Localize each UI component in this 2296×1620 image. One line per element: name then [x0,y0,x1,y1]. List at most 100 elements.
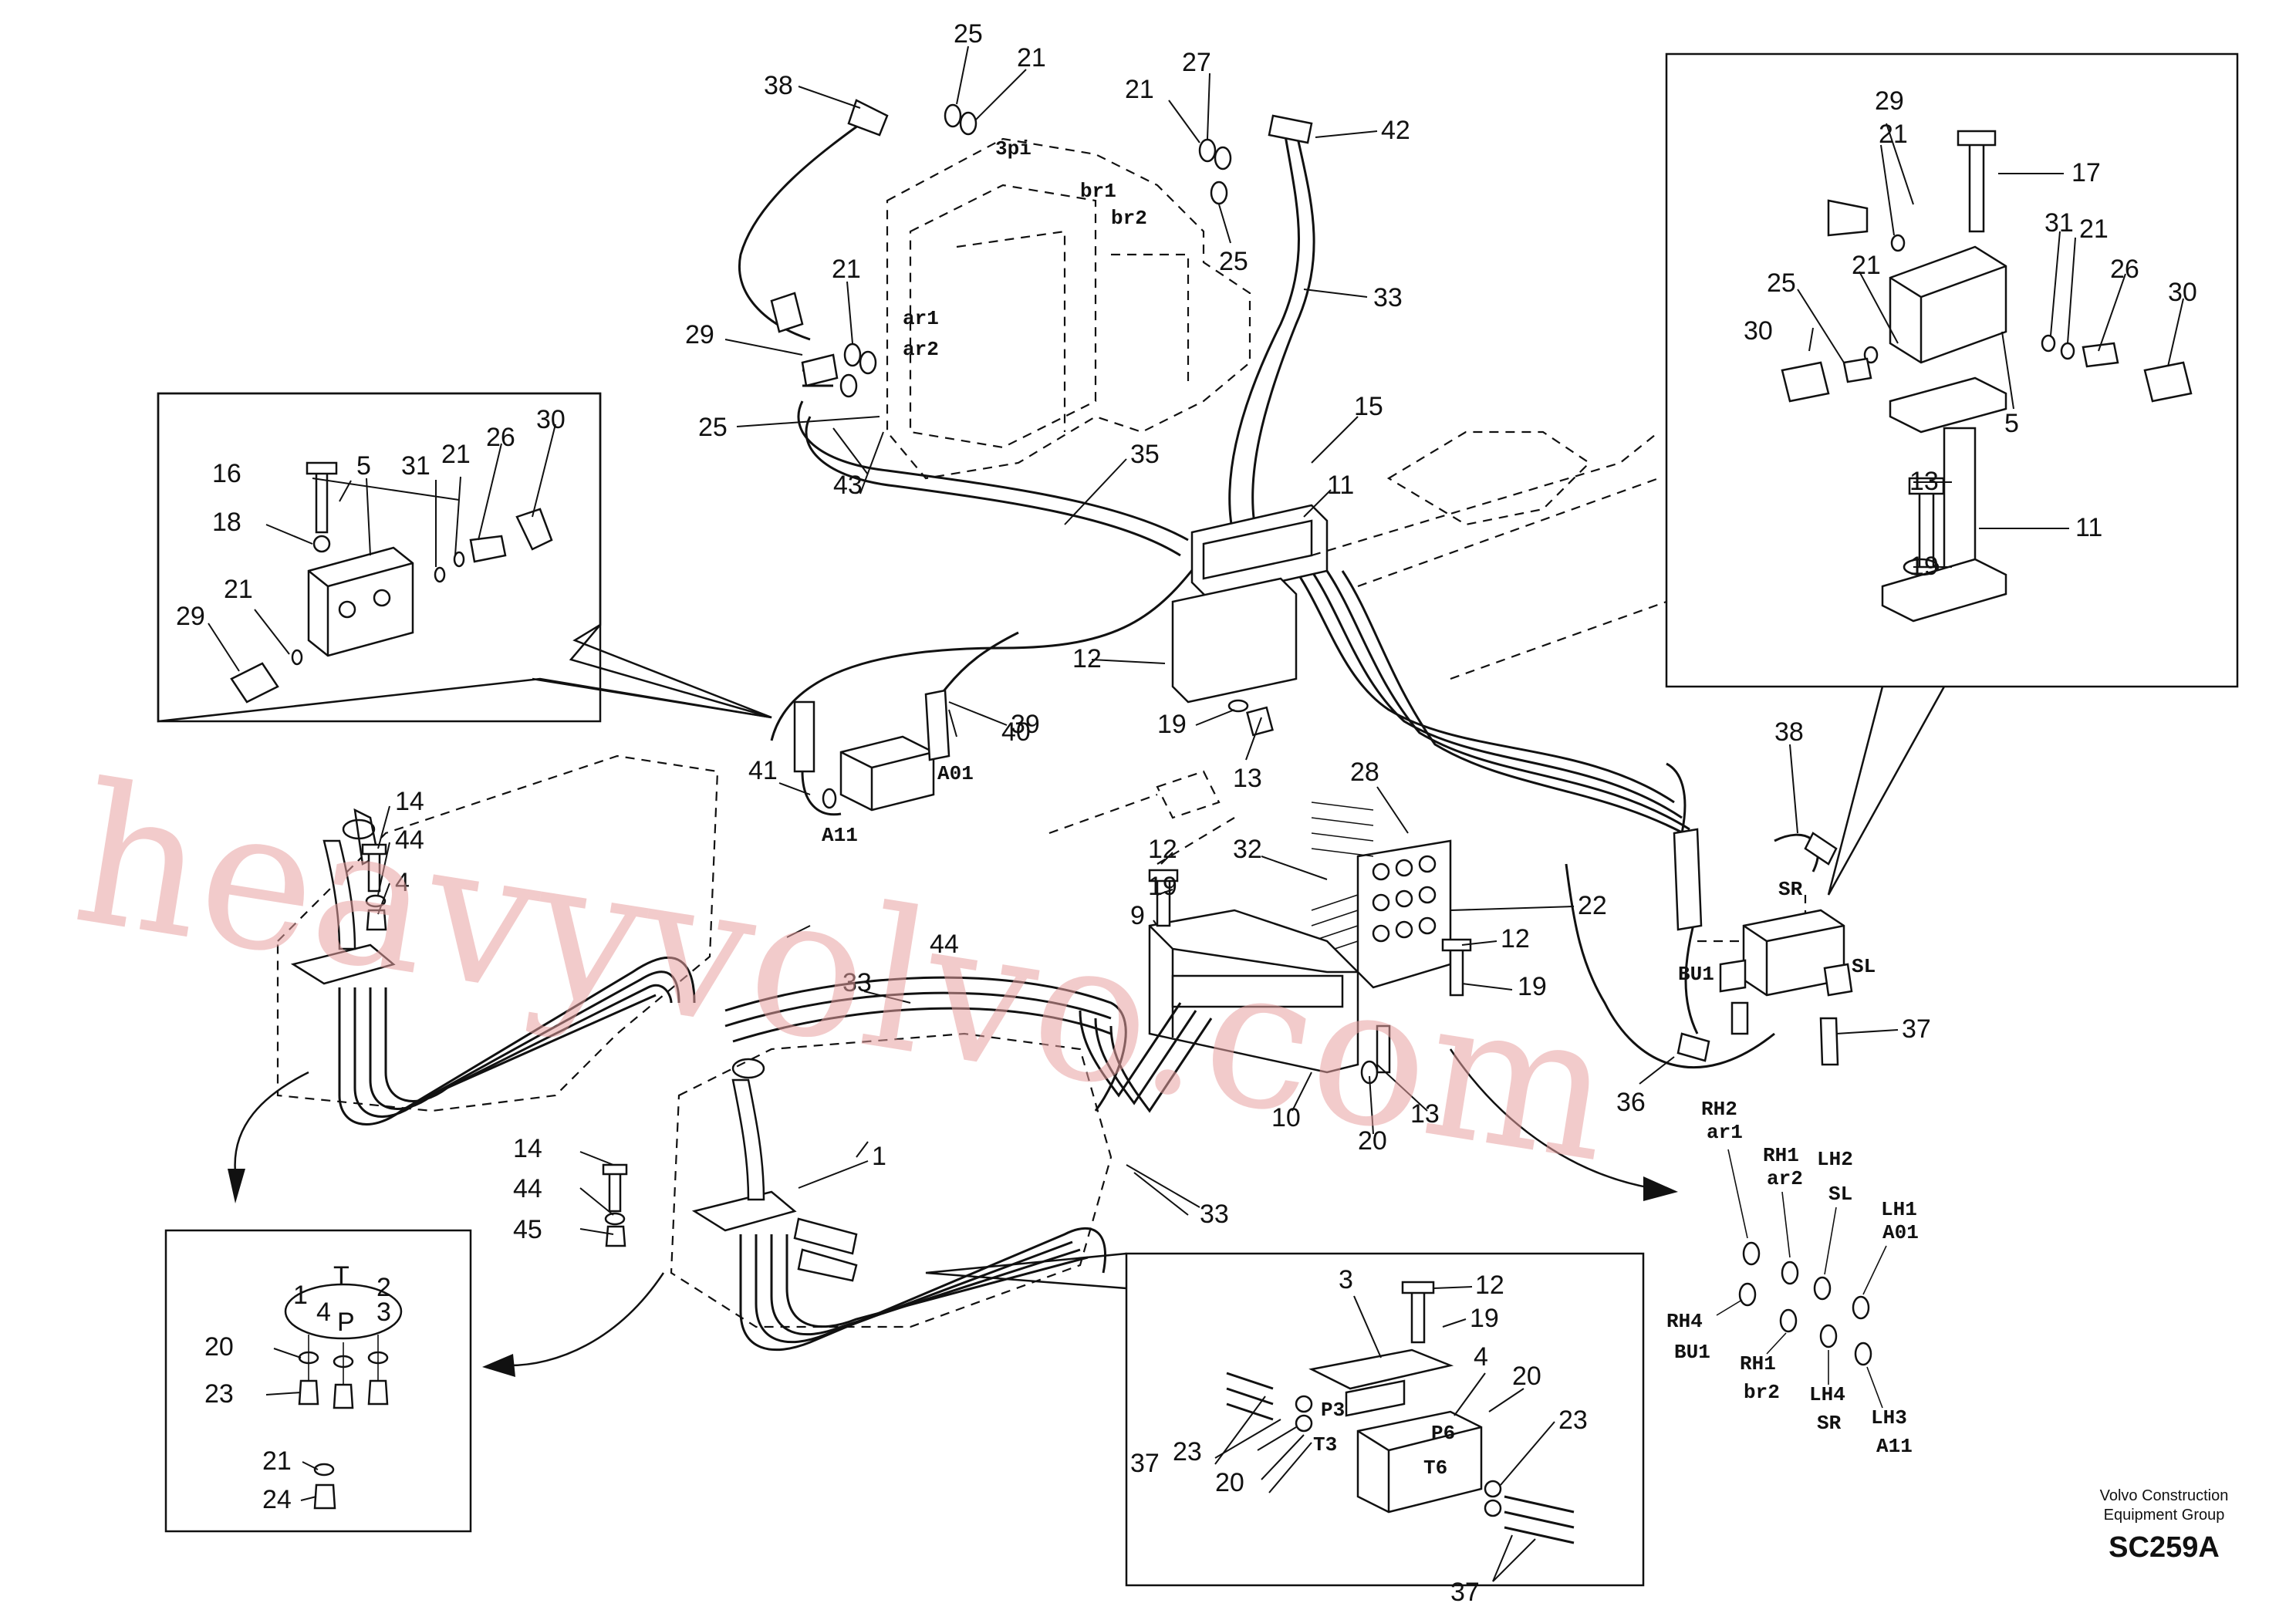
inset-bottom-left [164,1229,472,1533]
port-legend: RH2 ar1 RH1 ar2 LH2 SL LH1 A01 RH4 BU1 R… [1666,1098,1919,1458]
callout: 43 [833,471,863,500]
legend-top: RH1 [1740,1352,1776,1375]
callout: 36 [1616,1088,1646,1117]
callout: 30 [2168,278,2197,307]
pilot-port: P [337,1308,355,1337]
pilot-port: 1 [293,1281,308,1310]
pilot-port: 2 [376,1273,391,1302]
joystick-left [276,754,719,1126]
callout: 21 [262,1446,292,1476]
legend-top: RH1 [1763,1144,1799,1167]
credit-block: Volvo Construction Equipment Group SC259… [2100,1487,2229,1564]
hoses-top [738,114,1819,1069]
figure-code: SC259A [2109,1531,2220,1564]
callout: 32 [1233,835,1262,864]
callout: 13 [1410,1099,1440,1129]
credit-line2: Equipment Group [2104,1507,2225,1524]
callout: 37 [1450,1578,1480,1607]
callout: 21 [1879,120,1908,149]
port-label: br1 [1080,180,1116,203]
callout: 40 [1001,717,1031,747]
callout: 18 [212,508,241,537]
callout: 13 [1909,467,1939,496]
port-label: A11 [822,824,858,847]
callout: 28 [1350,758,1379,787]
callout: 25 [1219,247,1248,276]
callout: 23 [1173,1437,1202,1466]
hose-fittings-top [770,99,1313,398]
port-label: BU1 [1678,963,1714,986]
control-valve-outline [886,137,1251,480]
port-label: ar2 [903,338,939,361]
callout: 9 [1130,901,1145,930]
callout: 13 [1233,764,1262,793]
port-label: T3 [1313,1433,1337,1456]
port-label: SL [1852,955,1876,978]
callout: 39 [1011,710,1040,739]
legend-top: LH4 [1809,1383,1845,1406]
callout: 25 [1767,268,1796,298]
callout: 5 [356,451,371,481]
callout: 27 [1182,48,1211,77]
callout: 17 [2071,158,2101,187]
callout: 19 [1518,972,1547,1001]
callout: 12 [1072,644,1102,673]
callout: 33 [1373,283,1403,312]
callout: 25 [954,19,983,49]
callout: 20 [1358,1126,1387,1156]
callout: 14 [395,787,424,816]
pilot-port: 4 [316,1298,331,1327]
callout: 5 [2004,409,2019,438]
callout: 11 [1327,471,1354,500]
callout: 12 [1475,1271,1504,1300]
callout: 25 [698,413,728,442]
callout: 21 [441,440,471,469]
callout-labels: 38 25 21 21 27 42 25 33 21 29 25 35 15 1… [176,19,2197,1607]
shuttle-valve-right [1673,828,1853,1066]
callout: 12 [1148,835,1177,864]
callout: 29 [1875,86,1904,116]
port-label: SR [1778,878,1803,901]
callout: 26 [2110,255,2139,284]
callout: 19 [1909,552,1939,581]
callout: 19 [1148,872,1177,901]
legend-sub: ar1 [1707,1121,1743,1144]
joystick-center [670,976,1213,1352]
leader-lines [208,46,2184,1582]
bracket-7-8 [1171,504,1329,737]
callout: 38 [1774,717,1804,747]
legend-sub: BU1 [1674,1341,1710,1364]
callout: 42 [1381,116,1410,145]
callout: 23 [1558,1406,1588,1435]
callout: 14 [513,1134,542,1163]
callout: 33 [842,968,872,997]
callout: 37 [1902,1014,1931,1044]
callout: 4 [1474,1342,1488,1372]
callout: 10 [1271,1103,1301,1132]
pilot-port: 3 [376,1298,391,1327]
legend-sub: A11 [1876,1435,1913,1458]
callout: 20 [1215,1468,1244,1497]
legend-top: LH2 [1817,1148,1853,1171]
legend-top: RH4 [1666,1310,1703,1333]
callout: 26 [486,423,515,452]
port-label: T6 [1423,1456,1447,1480]
callout: 21 [224,575,253,604]
inset-top-left [157,392,772,723]
callout: 44 [513,1174,542,1203]
callout: 20 [204,1332,234,1362]
watermark: heavyvolvo.com [62,741,1626,1205]
legend-top: LH1 [1881,1198,1917,1221]
inset-top-right [1665,52,2239,896]
legend-sub: br2 [1744,1381,1780,1404]
callout: 38 [764,71,793,100]
callout: 37 [1130,1449,1160,1478]
legend-sub: SL [1828,1183,1852,1206]
callout: 45 [513,1215,542,1244]
callout: 16 [212,459,241,488]
callout: 30 [1744,316,1773,346]
callout: 31 [2044,208,2074,238]
callout: 30 [536,405,566,434]
callout: 29 [176,602,205,631]
